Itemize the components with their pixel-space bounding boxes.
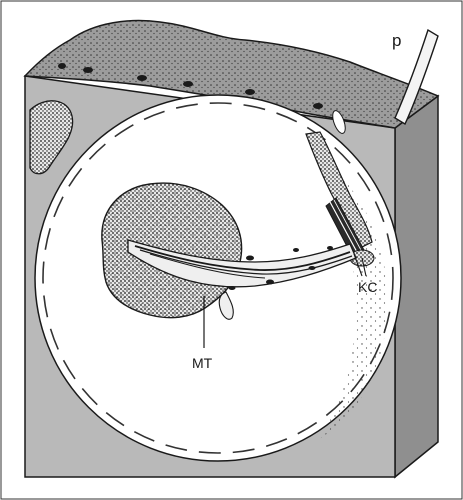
label-p: p [392,31,401,50]
label-mt: MT [192,355,213,371]
label-kc: KC [358,279,377,295]
